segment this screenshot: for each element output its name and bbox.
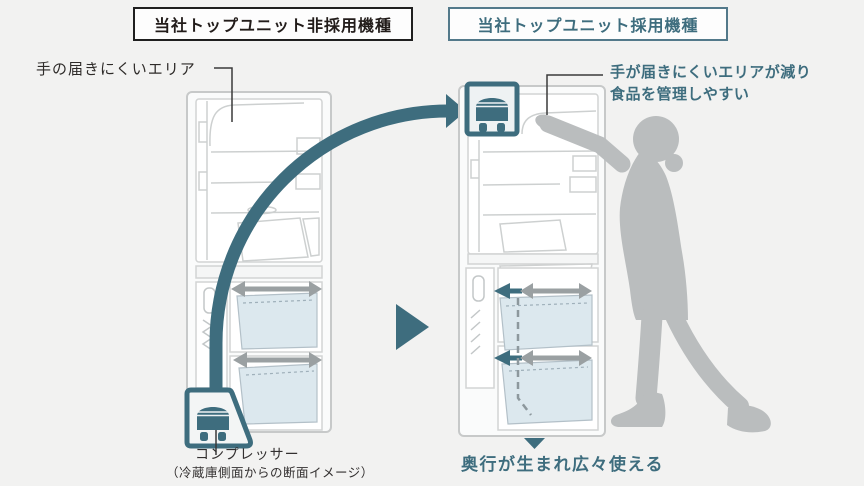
curved-move-arrow-icon <box>209 94 466 400</box>
compressor-icon <box>197 407 229 441</box>
right-fridge-shelves <box>470 110 597 253</box>
label-top-unit-model-text: 当社トップユニット採用機種 <box>477 18 699 35</box>
compressor-highlight-left <box>184 387 253 449</box>
label-non-top-unit-model: 当社トップユニット非採用機種 <box>133 7 413 41</box>
double-headed-arrow-icon <box>231 281 322 297</box>
compressor-highlight-right <box>464 81 520 137</box>
compressor-icon <box>476 98 508 132</box>
callout-reduced-area-line1: 手が届きにくいエリアが減り <box>610 64 812 81</box>
left-drawer-lower <box>238 363 318 425</box>
teal-left-arrow-icon <box>494 283 522 299</box>
label-top-unit-model: 当社トップユニット採用機種 <box>448 7 728 41</box>
double-headed-arrow-icon <box>520 283 592 299</box>
former-compressor-boundary-line <box>516 298 532 416</box>
right-drawer-upper <box>499 294 593 351</box>
callout-hard-to-reach-area: 手の届きにくいエリア <box>36 61 196 78</box>
leader-line-reduced-area <box>546 74 603 115</box>
right-triangle-icon <box>396 304 429 350</box>
callout-reduced-area-line2: 食品を管理しやすい <box>610 86 750 103</box>
teal-left-arrow-icon <box>494 350 522 366</box>
compressor-caption-note: （冷蔵庫側面からの断面イメージ） <box>166 466 374 480</box>
right-fridge-machinery <box>470 275 485 355</box>
leader-line-hard-to-reach <box>214 67 233 122</box>
callout-reduced-area: 手が届きにくいエリアが減り 食品を管理しやすい <box>610 62 811 106</box>
left-drawer-upper <box>236 292 318 350</box>
left-fridge-shelves <box>198 101 321 262</box>
label-non-top-unit-model-text: 当社トップユニット非採用機種 <box>153 18 392 35</box>
benefit-caption: 奥行が生まれ広々使える <box>461 455 664 474</box>
down-triangle-icon <box>524 438 545 449</box>
left-fridge-cross-section <box>186 91 332 433</box>
double-headed-arrow-icon <box>233 352 322 368</box>
double-headed-arrow-icon <box>520 350 592 366</box>
compressor-caption: コンプレッサー <box>195 446 300 462</box>
person-silhouette <box>535 114 771 433</box>
